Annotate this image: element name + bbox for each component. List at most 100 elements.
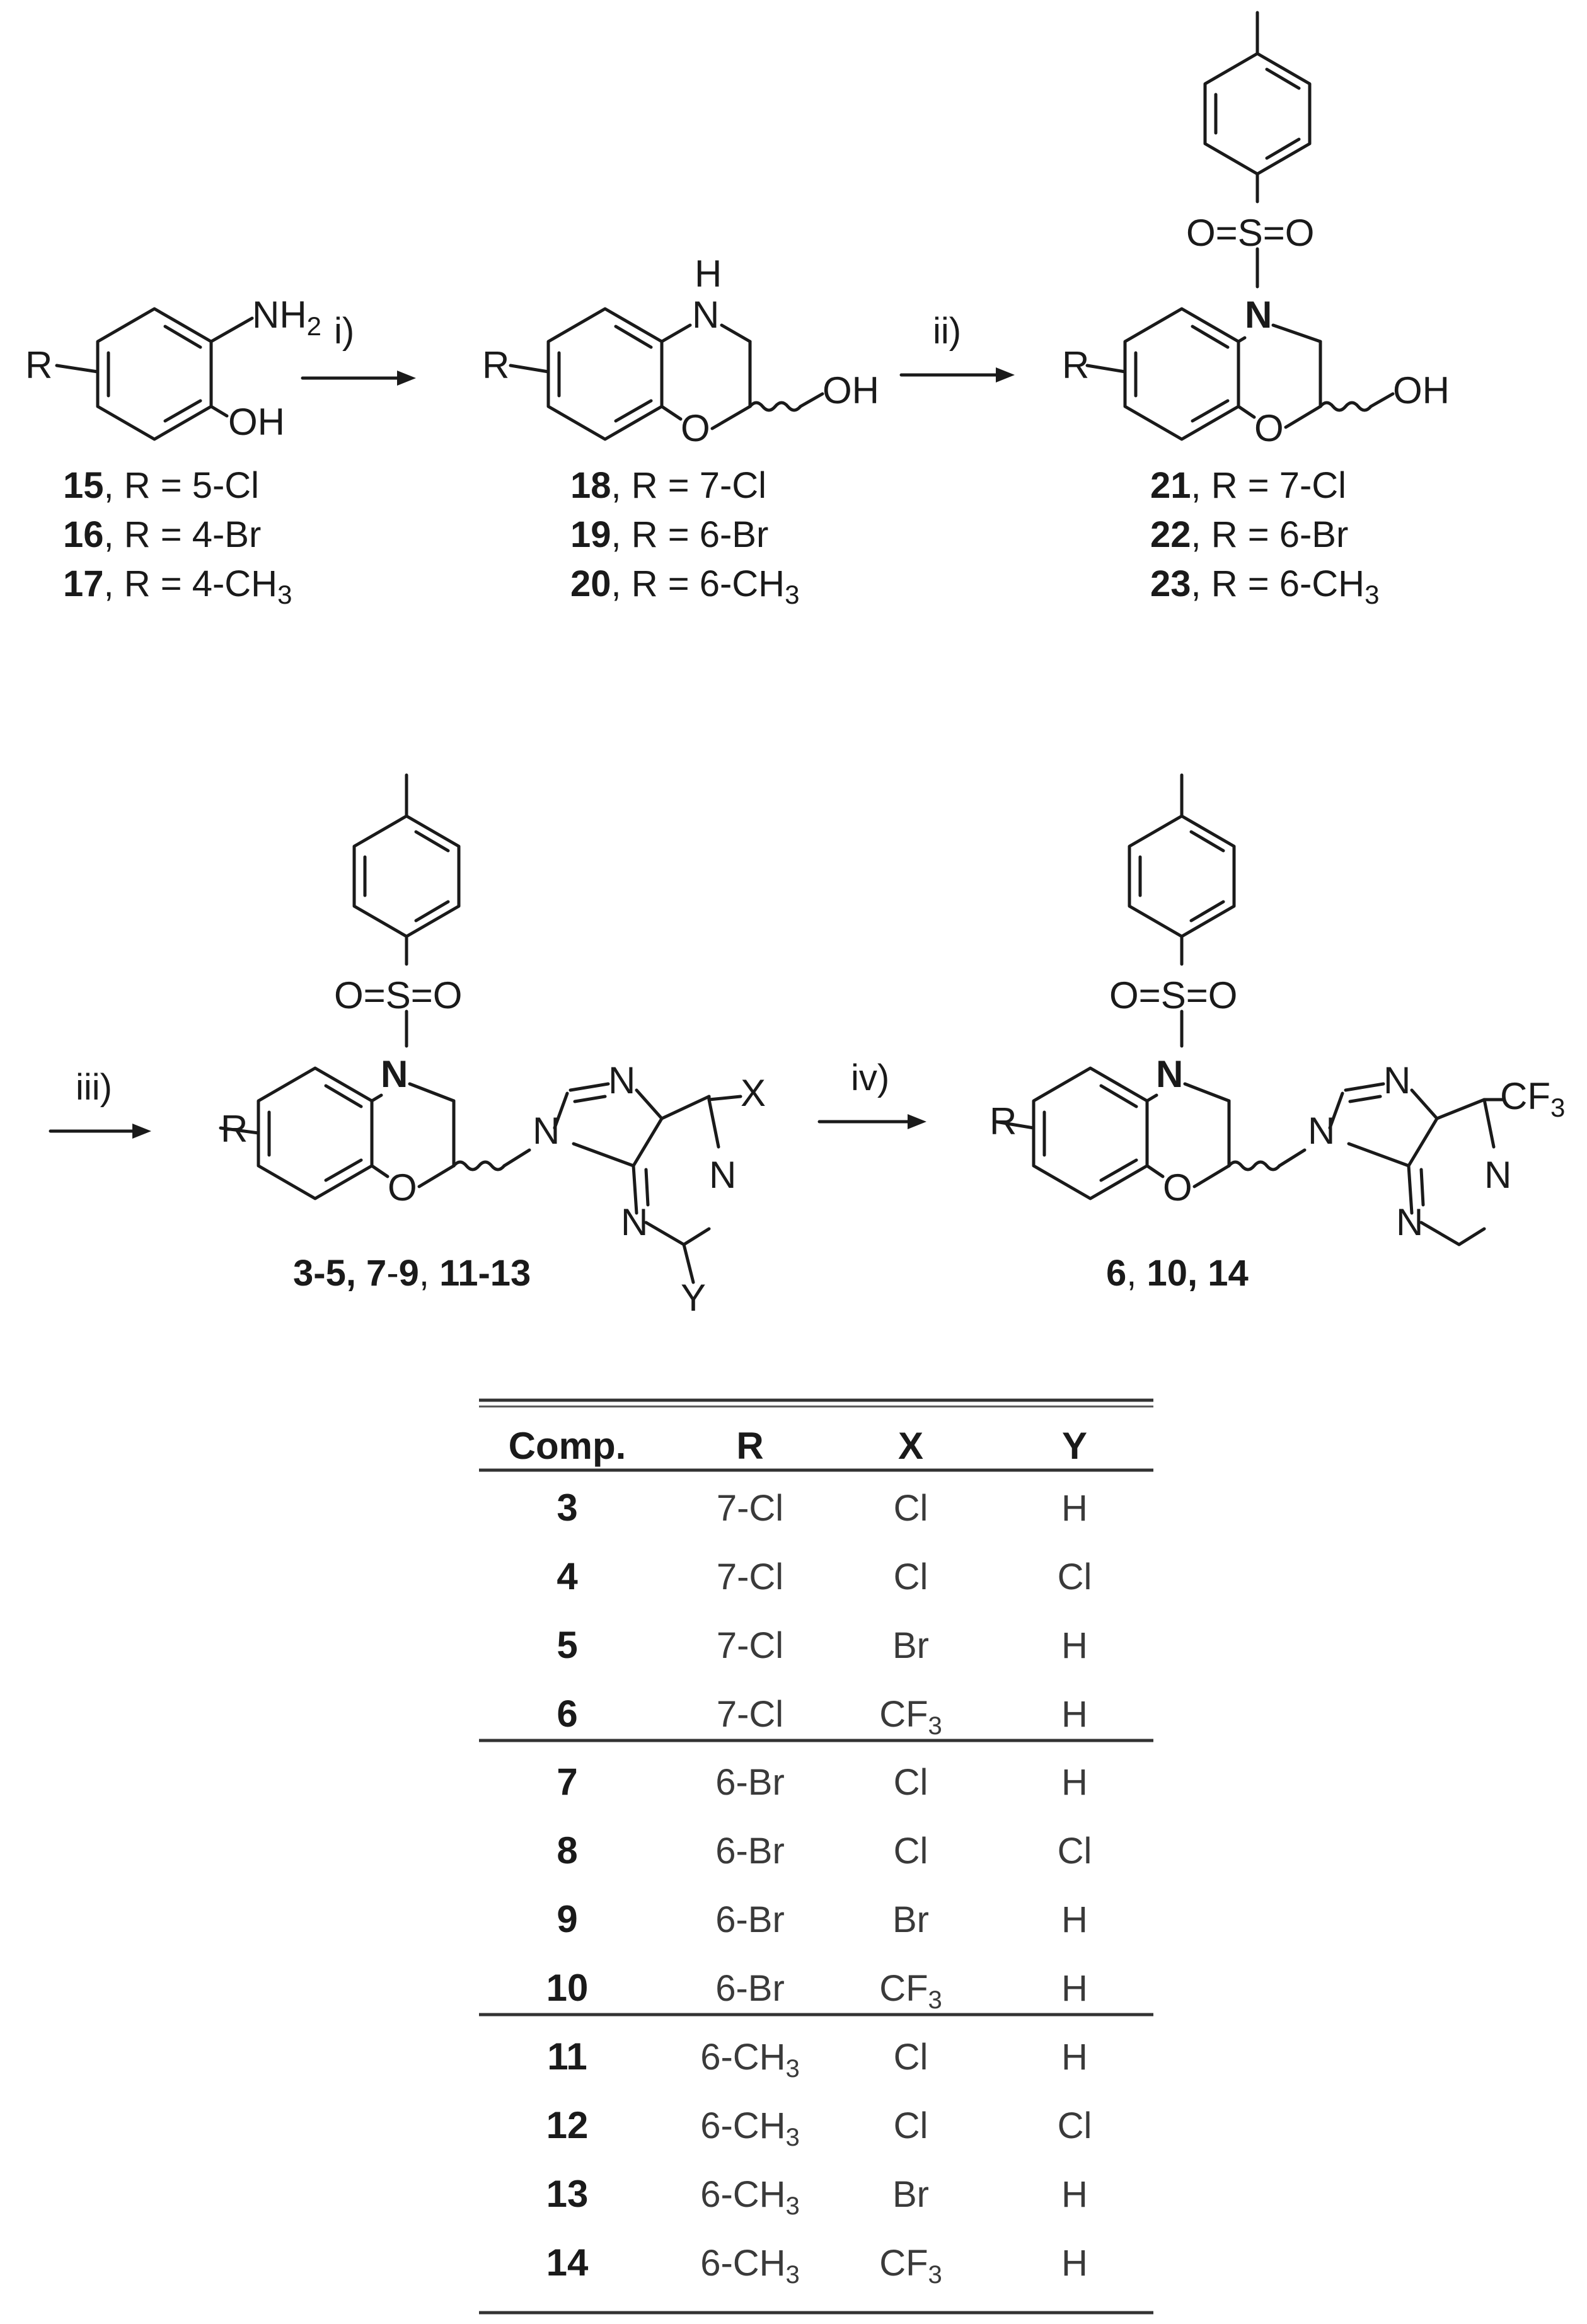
cell-y: H [1061, 1899, 1088, 1940]
cell-comp: 7 [557, 1761, 577, 1803]
n-label: N [621, 1201, 648, 1243]
cell-r: 7-Cl [717, 1694, 783, 1735]
n-label: N [1383, 1059, 1411, 1102]
cell-r: 7-Cl [717, 1488, 783, 1529]
cell-comp: 3 [557, 1487, 577, 1529]
r-group-label: R [482, 344, 509, 386]
caption-cf3-series: 6, 10, 14 [1106, 1253, 1249, 1294]
cell-r: 7-Cl [717, 1625, 783, 1666]
o-label: O [1163, 1166, 1192, 1209]
cell-x: CF3 [879, 1694, 942, 1740]
x-label: X [741, 1072, 766, 1114]
arrow-step-3: iii) [49, 1067, 151, 1139]
oh-label: OH [228, 401, 285, 443]
cell-y: H [1061, 1488, 1088, 1529]
structure-tosyl-benzoxazine: O=S=O R N O OH [1062, 11, 1450, 449]
r-group-label: R [221, 1108, 248, 1150]
oh-label: OH [1393, 369, 1450, 411]
cell-r: 6-Br [715, 1899, 785, 1940]
cell-y: H [1061, 1762, 1088, 1803]
structure-purine-halide: O=S=O R N O N N X N N [219, 773, 766, 1319]
n-label: N [1484, 1154, 1511, 1196]
caption-19: 19, R = 6-Br [570, 514, 768, 555]
cell-comp: 10 [546, 1967, 589, 2009]
arrow-step-1: i) [301, 311, 416, 386]
cell-y: H [1061, 1968, 1088, 2009]
cell-comp: 14 [546, 2241, 589, 2284]
cell-x: Cl [894, 1831, 928, 1872]
so2-label: O=S=O [1109, 974, 1237, 1016]
cf3-label: CF3 [1500, 1075, 1565, 1122]
cell-r: 6-Br [715, 1762, 785, 1803]
y-label: Y [681, 1277, 706, 1319]
caption-20: 20, R = 6-CH3 [570, 563, 799, 609]
reagent-step-4: iv) [851, 1057, 889, 1098]
reagent-step-2: ii) [933, 311, 961, 352]
caption-21: 21, R = 7-Cl [1150, 465, 1346, 506]
cell-x: Cl [894, 1556, 928, 1597]
cell-r: 7-Cl [717, 1556, 783, 1597]
captions-row-1: 15, R = 5-Cl 16, R = 4-Br 17, R = 4-CH3 … [63, 465, 1379, 609]
cell-x: CF3 [879, 1968, 942, 2014]
so2-label: O=S=O [334, 974, 462, 1016]
cell-x: Cl [894, 1488, 928, 1529]
cell-x: Br [892, 2174, 929, 2215]
r-group-label: R [1062, 344, 1089, 386]
caption-halide-series: 3-5, 7-9, 11-13 [293, 1253, 531, 1294]
cell-y: H [1061, 1625, 1088, 1666]
cell-x: Cl [894, 2037, 928, 2078]
cell-r: 6-Br [715, 1831, 785, 1872]
cell-r: 6-CH3 [700, 2243, 800, 2289]
o-label: O [1254, 407, 1284, 449]
cell-r: 6-CH3 [700, 2037, 800, 2083]
caption-18: 18, R = 7-Cl [570, 465, 766, 506]
cell-comp: 9 [557, 1898, 577, 1940]
cell-x: Br [892, 1899, 929, 1940]
oh-label: OH [822, 369, 879, 411]
r-group-label: R [25, 344, 52, 386]
caption-16: 16, R = 4-Br [63, 514, 261, 555]
structure-purine-cf3: O=S=O R N O N N CF3 N N [990, 773, 1565, 1246]
cell-comp: 8 [557, 1829, 577, 1872]
n-label: N [709, 1154, 736, 1196]
header-comp: Comp. [509, 1425, 626, 1467]
arrow-step-4: iv) [817, 1057, 926, 1129]
cell-y: H [1061, 2243, 1088, 2284]
cell-x: Br [892, 1625, 929, 1666]
cell-x: Cl [894, 2105, 928, 2146]
n-label: N [533, 1110, 560, 1152]
n-label: N [381, 1053, 408, 1095]
structure-benzoxazine: R N H O OH [482, 253, 879, 449]
header-x: X [898, 1425, 923, 1467]
cell-comp: 12 [546, 2104, 589, 2146]
header-r: R [736, 1425, 763, 1467]
cell-x: Cl [894, 1762, 928, 1803]
structure-aminophenol: R NH2 OH [25, 294, 321, 443]
n-label: N [1308, 1110, 1335, 1152]
cell-r: 6-Br [715, 1968, 785, 2009]
cell-r: 6-CH3 [700, 2174, 800, 2220]
caption-15: 15, R = 5-Cl [63, 465, 259, 506]
so2-label: O=S=O [1186, 212, 1314, 254]
cell-y: Cl [1058, 1556, 1092, 1597]
reagent-step-3: iii) [76, 1067, 112, 1108]
h-label: H [695, 253, 722, 295]
n-label: N [608, 1059, 635, 1102]
cell-y: H [1061, 2174, 1088, 2215]
o-label: O [681, 407, 710, 449]
caption-17: 17, R = 4-CH3 [63, 563, 292, 609]
cell-comp: 11 [547, 2035, 587, 2078]
caption-22: 22, R = 6-Br [1150, 514, 1348, 555]
cell-y: Cl [1058, 1831, 1092, 1872]
cell-x: CF3 [879, 2243, 942, 2289]
cell-comp: 6 [557, 1693, 577, 1735]
r-group-label: R [990, 1100, 1017, 1142]
n-label: N [692, 294, 719, 336]
cell-y: H [1061, 1694, 1088, 1735]
cell-comp: 5 [557, 1624, 577, 1666]
n-label: N [1396, 1201, 1423, 1243]
header-y: Y [1062, 1425, 1087, 1467]
